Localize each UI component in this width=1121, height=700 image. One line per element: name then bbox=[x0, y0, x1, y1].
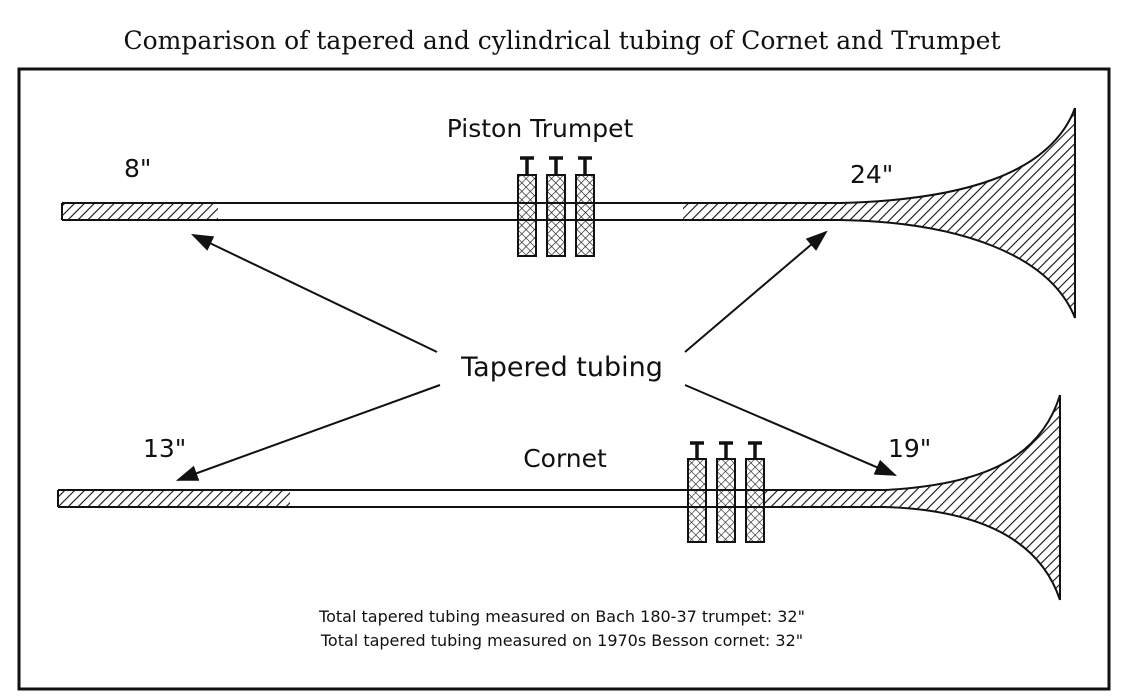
tapered-tubing-label: Tapered tubing bbox=[460, 352, 663, 383]
cornet-leadpipe-taper bbox=[58, 490, 290, 507]
pointer-arrows bbox=[175, 230, 898, 481]
diagram-title: Comparison of tapered and cylindrical tu… bbox=[123, 26, 1000, 55]
arrow-trumpet-bell bbox=[684, 230, 828, 353]
note-cornet-total: Total tapered tubing measured on 1970s B… bbox=[320, 631, 803, 650]
arrow-cornet-bell bbox=[684, 384, 898, 476]
trumpet-bell-taper bbox=[683, 203, 843, 220]
trumpet-drawing bbox=[61, 107, 1076, 319]
diagram-frame bbox=[17, 67, 1111, 691]
trumpet-leadpipe-length: 8" bbox=[124, 154, 151, 183]
trumpet-valves bbox=[517, 156, 595, 257]
note-trumpet-total: Total tapered tubing measured on Bach 18… bbox=[318, 607, 805, 626]
cornet-label: Cornet bbox=[523, 444, 607, 473]
trumpet-bell-length: 24" bbox=[850, 160, 893, 189]
cornet-drawing bbox=[57, 394, 1061, 601]
arrow-trumpet-leadpipe bbox=[191, 234, 438, 353]
cornet-valves bbox=[687, 441, 765, 543]
trumpet-label: Piston Trumpet bbox=[447, 114, 634, 143]
cornet-bell-length: 19" bbox=[888, 434, 931, 463]
cornet-leadpipe-length: 13" bbox=[143, 434, 186, 463]
trumpet-bell bbox=[840, 108, 1075, 318]
cornet-bell bbox=[885, 395, 1060, 600]
arrow-cornet-leadpipe bbox=[175, 384, 441, 481]
trumpet-leadpipe-taper bbox=[62, 203, 218, 220]
cornet-bell-taper bbox=[764, 490, 889, 507]
